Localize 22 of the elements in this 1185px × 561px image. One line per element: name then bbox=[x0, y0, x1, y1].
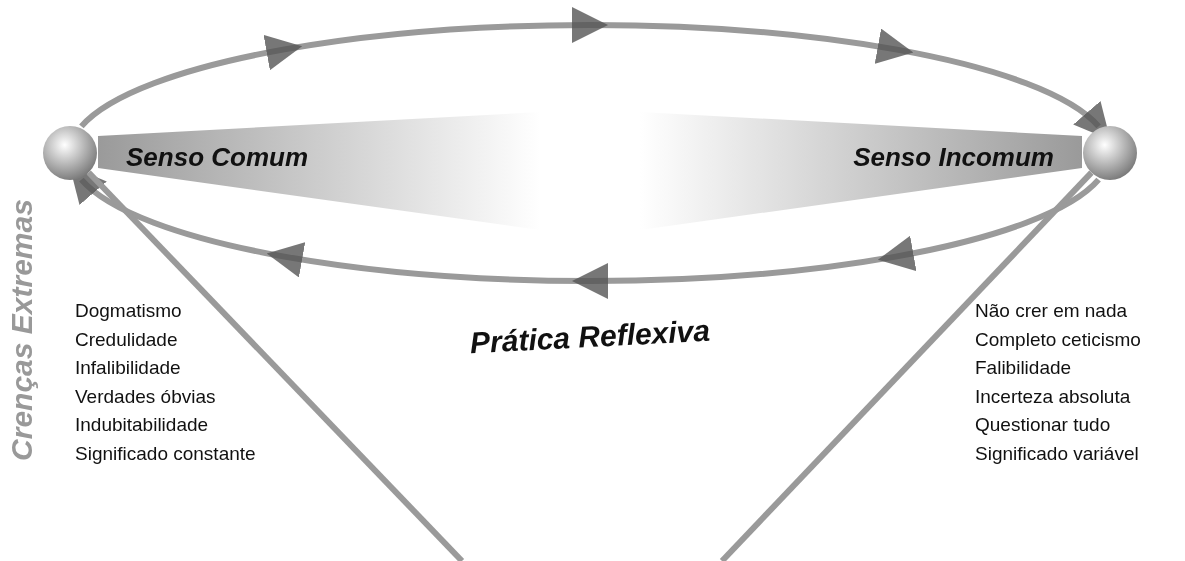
list-item: Incerteza absoluta bbox=[975, 385, 1131, 408]
list-item: Falibilidade bbox=[975, 357, 1072, 379]
cycle-arrow bbox=[79, 7, 1107, 132]
line bbox=[719, 170, 1094, 561]
list-item: Indubitabilidade bbox=[75, 414, 209, 436]
center-title: Prática Reflexiva bbox=[469, 313, 711, 361]
list-item: Significado constante bbox=[75, 442, 256, 465]
list-item: Não crer em nada bbox=[975, 300, 1128, 322]
cycle-arrow bbox=[73, 175, 1101, 299]
sphere bbox=[43, 126, 97, 180]
list-item: Dogmatismo bbox=[75, 300, 182, 322]
concept-label: Senso Incomum bbox=[853, 142, 1054, 173]
concept-label: Senso Comum bbox=[126, 142, 309, 173]
list-item: Completo ceticismo bbox=[975, 328, 1141, 351]
line bbox=[86, 170, 465, 561]
list-item: Significado variável bbox=[975, 442, 1139, 465]
side-title: Crenças Extremas bbox=[5, 199, 39, 461]
list-item: Credulidade bbox=[75, 328, 178, 351]
list-item: Infalibilidade bbox=[75, 357, 181, 379]
sphere bbox=[1083, 126, 1137, 180]
list-item: Verdades óbvias bbox=[75, 385, 216, 408]
list-item: Questionar tudo bbox=[975, 414, 1111, 436]
